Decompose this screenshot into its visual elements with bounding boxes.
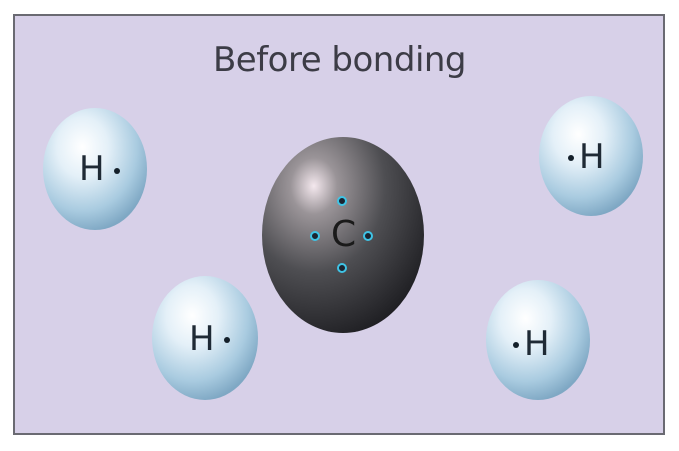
hydrogen-symbol: H <box>189 319 215 359</box>
valence-electron-top <box>337 196 347 206</box>
electron-dot <box>224 337 230 343</box>
valence-electron-left <box>310 231 320 241</box>
carbon-symbol: C <box>331 214 357 255</box>
hydrogen-sphere <box>539 96 643 216</box>
hydrogen-symbol: H <box>524 324 550 364</box>
valence-electron-bottom <box>337 263 347 273</box>
hydrogen-symbol: H <box>579 137 605 177</box>
electron-dot <box>568 155 574 161</box>
carbon-atom: C <box>262 137 424 333</box>
electron-dot <box>513 342 519 348</box>
diagram-title: Before bonding <box>212 40 467 80</box>
hydrogen-sphere <box>43 108 147 230</box>
hydrogen-symbol: H <box>79 149 105 189</box>
hydrogen-sphere <box>152 276 258 400</box>
hydrogen-atom-bottom-left: H <box>152 276 258 400</box>
hydrogen-atom-bottom-right: H <box>486 280 590 400</box>
hydrogen-atom-top-left: H <box>43 108 147 230</box>
hydrogen-sphere <box>486 280 590 400</box>
hydrogen-atom-top-right: H <box>539 96 643 216</box>
valence-electron-right <box>363 231 373 241</box>
electron-dot <box>114 168 120 174</box>
carbon-sphere <box>262 137 424 333</box>
